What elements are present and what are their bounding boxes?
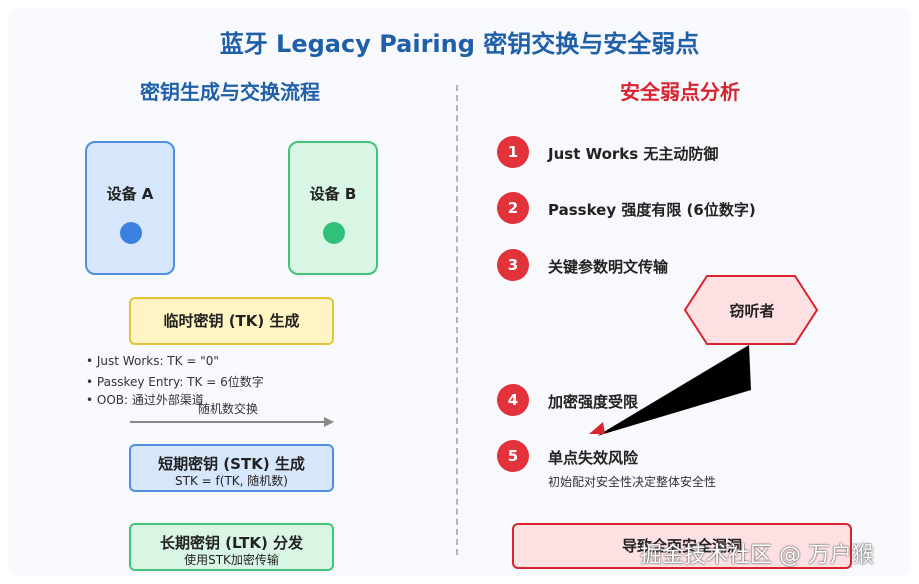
weakness-3-badge: 3 [497, 249, 529, 281]
left-section-title: 密钥生成与交换流程 [140, 80, 320, 104]
eavesdropper-label: 窃听者 [729, 302, 775, 320]
weakness-3-label: 关键参数明文传输 [548, 258, 669, 276]
weakness-4-badge: 4 [497, 384, 529, 416]
tk-method-just-works: • Just Works: TK = "0" [86, 354, 219, 368]
weakness-2-badge: 2 [497, 192, 529, 224]
stk-generation-box: 短期密钥 (STK) 生成 STK = f(TK, 随机数) [129, 444, 334, 492]
device-b-indicator [323, 222, 345, 244]
ltk-distribution-label: 长期密钥 (LTK) 分发 [159, 534, 304, 552]
right-section-title: 安全弱点分析 [620, 80, 740, 104]
weakness-2-label: Passkey 强度有限 (6位数字) [548, 201, 756, 219]
weakness-1-badge: 1 [497, 136, 529, 168]
tk-method-passkey: • Passkey Entry: TK = 6位数字 [86, 375, 264, 389]
security-result-box: 导致全面安全漏洞 [512, 523, 852, 569]
attack-arrow [589, 345, 751, 436]
weakness-4-label: 加密强度受限 [548, 393, 639, 411]
device-a-indicator [120, 222, 142, 244]
stk-generation-label: 短期密钥 (STK) 生成 [158, 455, 305, 473]
ltk-note: 使用STK加密传输 [184, 553, 279, 567]
weakness-5-note: 初始配对安全性决定整体安全性 [548, 475, 717, 489]
device-b-box: 设备 B [288, 141, 378, 275]
device-a-box: 设备 A [85, 141, 175, 275]
weakness-5-badge: 5 [497, 440, 529, 472]
tk-generation-box: 临时密钥 (TK) 生成 [129, 297, 334, 345]
section-divider [456, 85, 458, 555]
eavesdropper-hexagon [683, 275, 819, 345]
watermark: 掘金技术社区 @ 万户猴 [640, 543, 874, 568]
stk-formula: STK = f(TK, 随机数) [175, 474, 288, 488]
device-b-label: 设备 B [309, 185, 357, 203]
weakness-5-label: 单点失效风险 [548, 449, 639, 467]
device-a-label: 设备 A [106, 185, 154, 203]
weakness-1-label: Just Works 无主动防御 [548, 145, 719, 163]
random-exchange-label: 随机数交换 [198, 402, 259, 416]
tk-method-oob: • OOB: 通过外部渠道 [86, 393, 204, 407]
random-exchange-arrow [130, 417, 334, 427]
ltk-distribution-box: 长期密钥 (LTK) 分发 使用STK加密传输 [129, 523, 334, 571]
diagram-title: 蓝牙 Legacy Pairing 密钥交换与安全弱点 [219, 30, 700, 58]
